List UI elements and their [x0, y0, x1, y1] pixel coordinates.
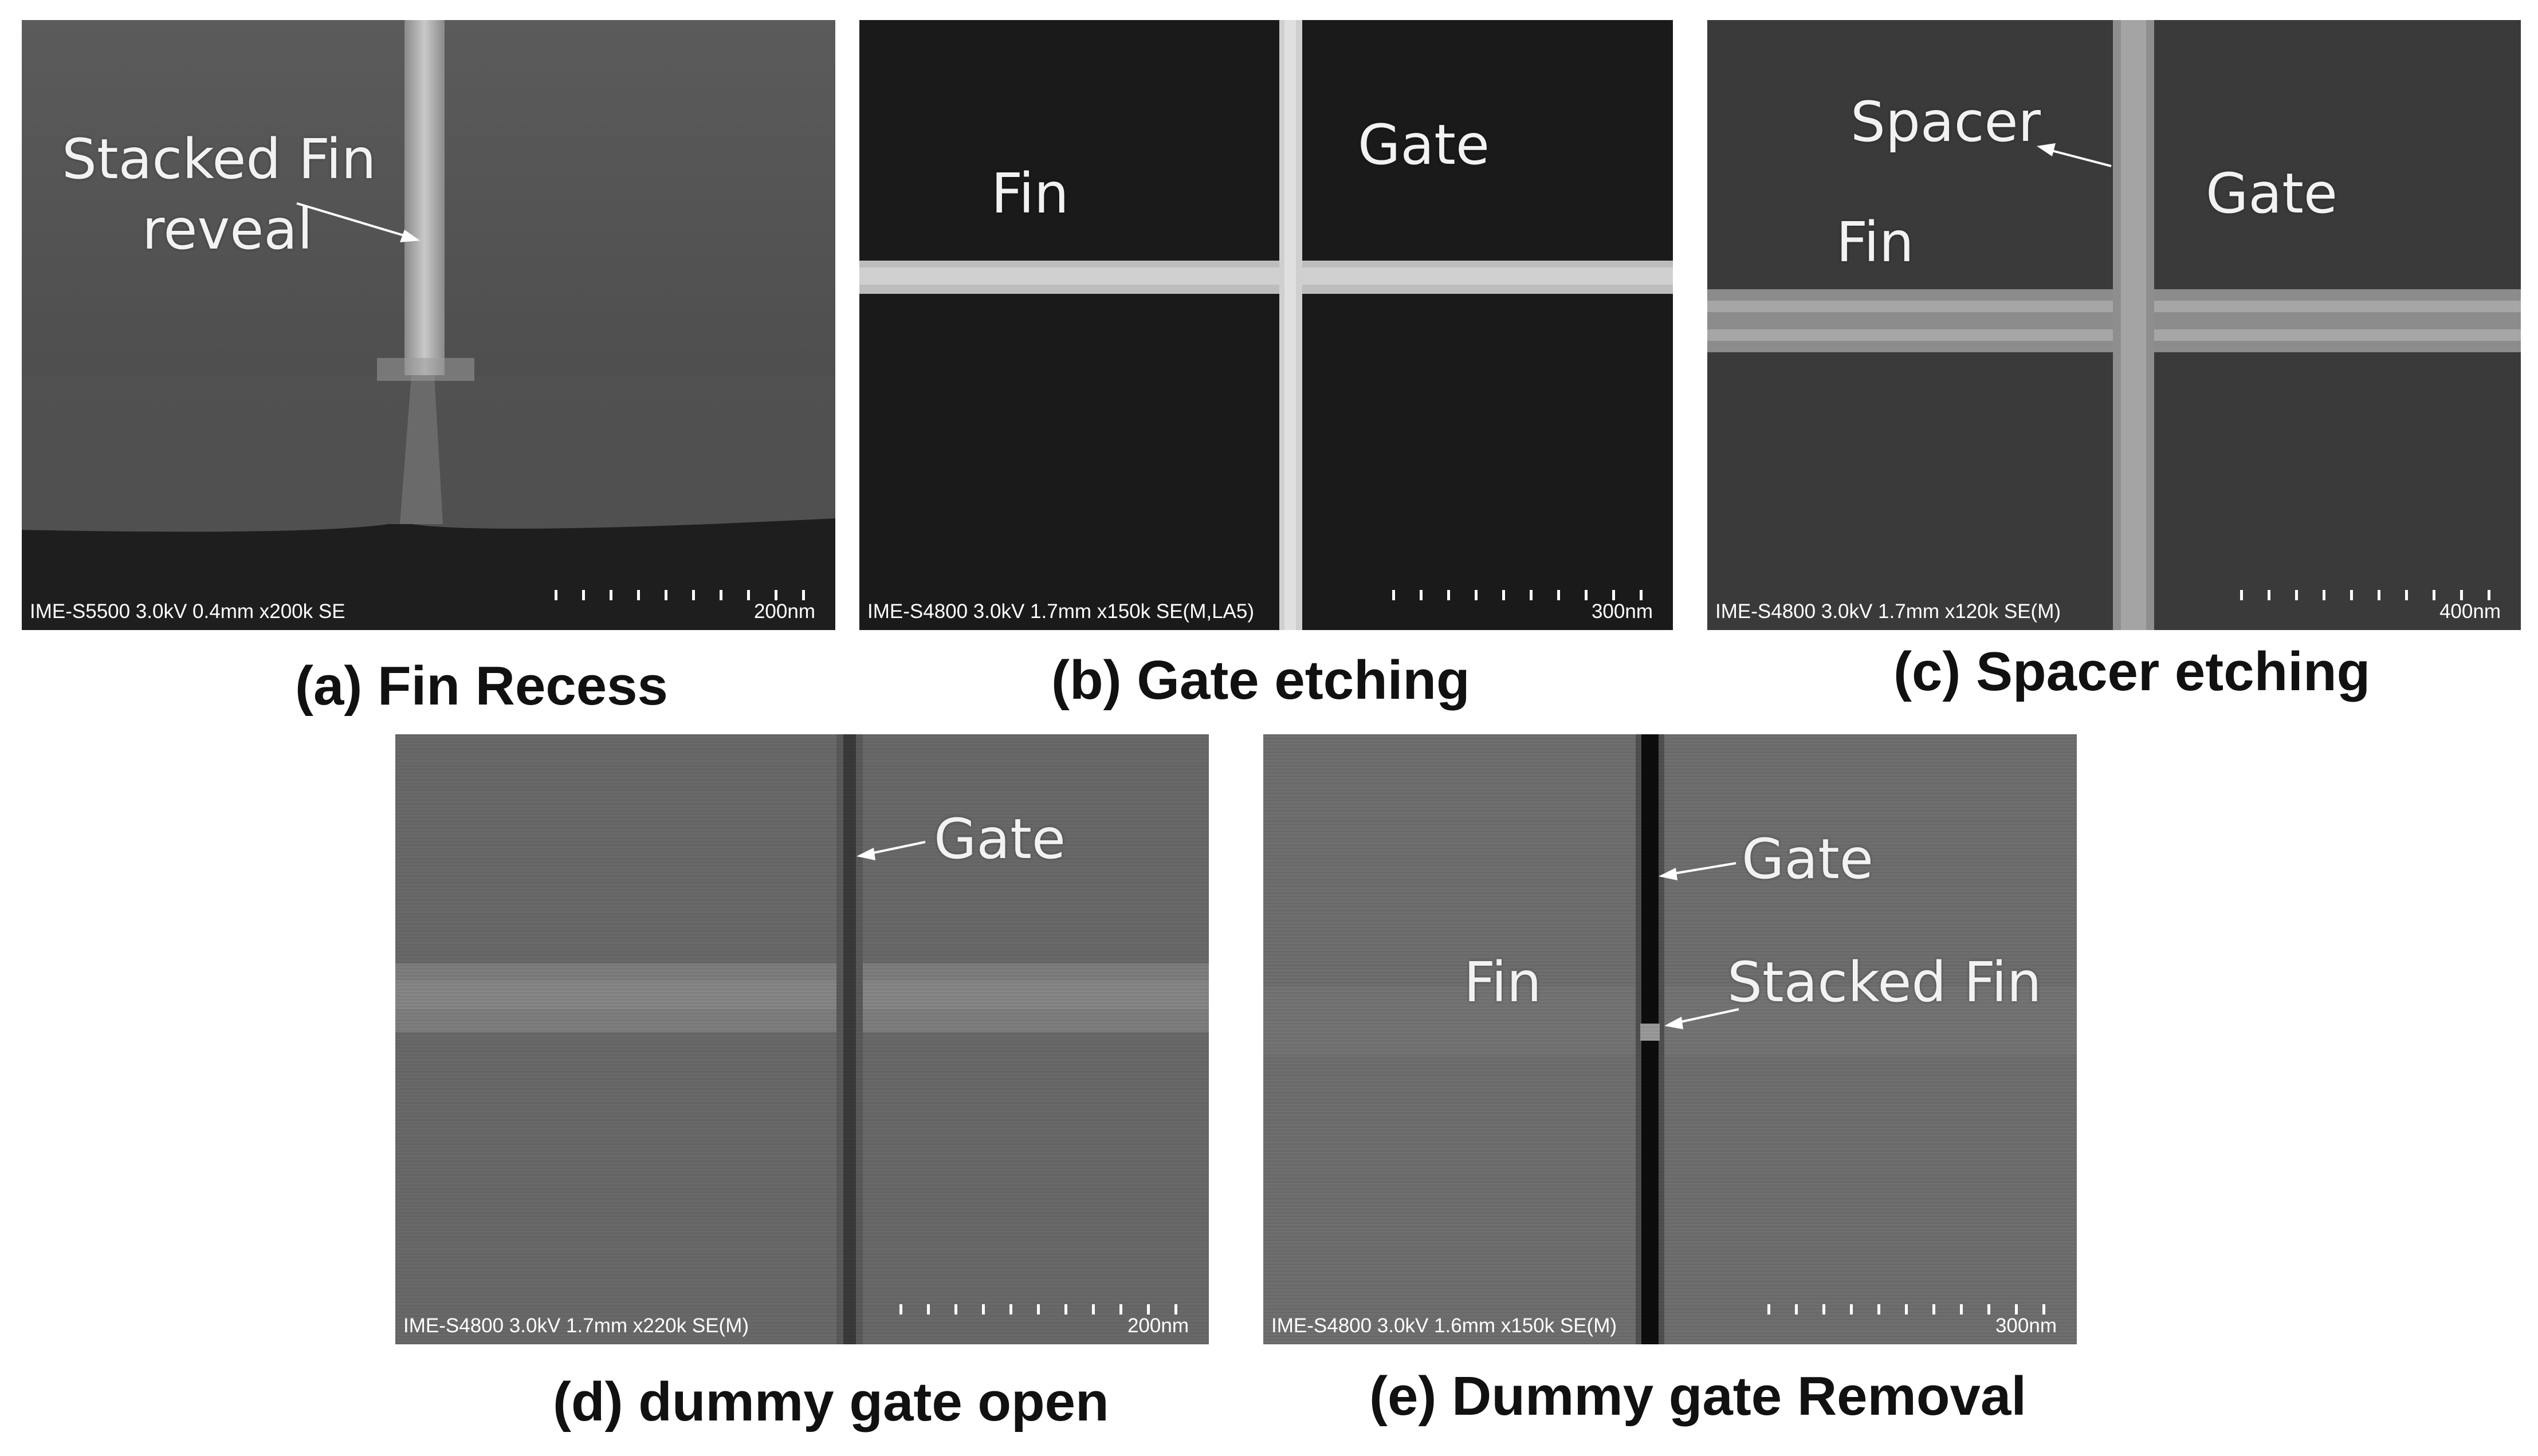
arrow-stacked-fin	[1664, 1008, 1739, 1029]
sem-image-a-fin-recess: Stacked Fin reveal IME-S5500 3.0kV 0.4mm…	[22, 20, 835, 630]
label-gate: Gate	[2206, 162, 2337, 226]
label-stacked-fin-reveal-line1: Stacked Fin	[62, 127, 376, 191]
sem-info-bar-d: IME-S4800 3.0kV 1.7mm x220k SE(M) 200nm	[395, 1304, 1209, 1344]
label-spacer: Spacer	[1851, 90, 2041, 154]
scale-ticks-d	[899, 1304, 1192, 1315]
arrow-gate	[857, 841, 926, 860]
caption-d: (d) dummy gate open	[553, 1371, 1109, 1433]
label-stacked-fin-reveal-line2: reveal	[142, 198, 313, 262]
caption-b: (b) Gate etching	[1051, 650, 1470, 711]
scale-ticks-a	[555, 590, 818, 600]
sem-info-bar-b: IME-S4800 3.0kV 1.7mm x150k SE(M,LA5) 30…	[859, 590, 1673, 630]
sem-micrograph-b	[859, 20, 1673, 630]
arrow-spacer	[2037, 143, 2112, 167]
scale-label-d: 200nm	[1127, 1315, 1189, 1337]
sem-micrograph-c	[1707, 20, 2521, 630]
scale-label-c: 400nm	[2439, 600, 2501, 623]
sem-info-bar-a: IME-S5500 3.0kV 0.4mm x200k SE 200nm	[22, 590, 835, 630]
sem-info-b: IME-S4800 3.0kV 1.7mm x150k SE(M,LA5)	[867, 600, 1254, 623]
sem-info-a: IME-S5500 3.0kV 0.4mm x200k SE	[30, 600, 345, 623]
label-stacked-fin: Stacked Fin	[1727, 950, 2042, 1014]
sem-image-c-spacer-etching: Spacer Gate Fin IME-S4800 3.0kV 1.7mm x1…	[1707, 20, 2521, 630]
label-fin: Fin	[1464, 950, 1542, 1014]
sem-micrograph-a	[22, 20, 835, 630]
label-fin: Fin	[1836, 210, 1914, 274]
sem-info-bar-e: IME-S4800 3.0kV 1.6mm x150k SE(M) 300nm	[1263, 1304, 2077, 1344]
sem-info-c: IME-S4800 3.0kV 1.7mm x120k SE(M)	[1715, 600, 2061, 623]
scale-label-b: 300nm	[1591, 600, 1653, 623]
label-fin: Fin	[991, 162, 1069, 226]
label-gate: Gate	[934, 807, 1066, 871]
sem-micrograph-d	[395, 734, 1209, 1344]
scale-ticks-e	[1767, 1304, 2060, 1315]
sem-info-e: IME-S4800 3.0kV 1.6mm x150k SE(M)	[1271, 1315, 1617, 1337]
arrow-gate-e	[1659, 862, 1736, 880]
label-gate: Gate	[1358, 113, 1490, 177]
caption-c: (c) Spacer etching	[1893, 641, 2371, 702]
sem-image-d-dummy-gate-open: Gate IME-S4800 3.0kV 1.7mm x220k SE(M) 2…	[395, 734, 1209, 1344]
scale-ticks-b	[1392, 590, 1656, 600]
sem-image-b-gate-etching: Fin Gate IME-S4800 3.0kV 1.7mm x150k SE(…	[859, 20, 1673, 630]
scale-label-e: 300nm	[1995, 1315, 2057, 1337]
scale-label-a: 200nm	[753, 600, 815, 623]
sem-image-e-dummy-gate-removal: Gate Fin Stacked Fin IME-S4800 3.0kV 1.6…	[1263, 734, 2077, 1344]
caption-a: (a) Fin Recess	[295, 655, 668, 717]
arrow-stacked-fin-reveal	[296, 202, 420, 242]
scale-ticks-c	[2240, 590, 2504, 600]
caption-e: (e) Dummy gate Removal	[1369, 1366, 2026, 1427]
label-gate: Gate	[1742, 827, 1873, 891]
sem-info-d: IME-S4800 3.0kV 1.7mm x220k SE(M)	[403, 1315, 749, 1337]
sem-micrograph-e	[1263, 734, 2077, 1344]
sem-info-bar-c: IME-S4800 3.0kV 1.7mm x120k SE(M) 400nm	[1707, 590, 2521, 630]
